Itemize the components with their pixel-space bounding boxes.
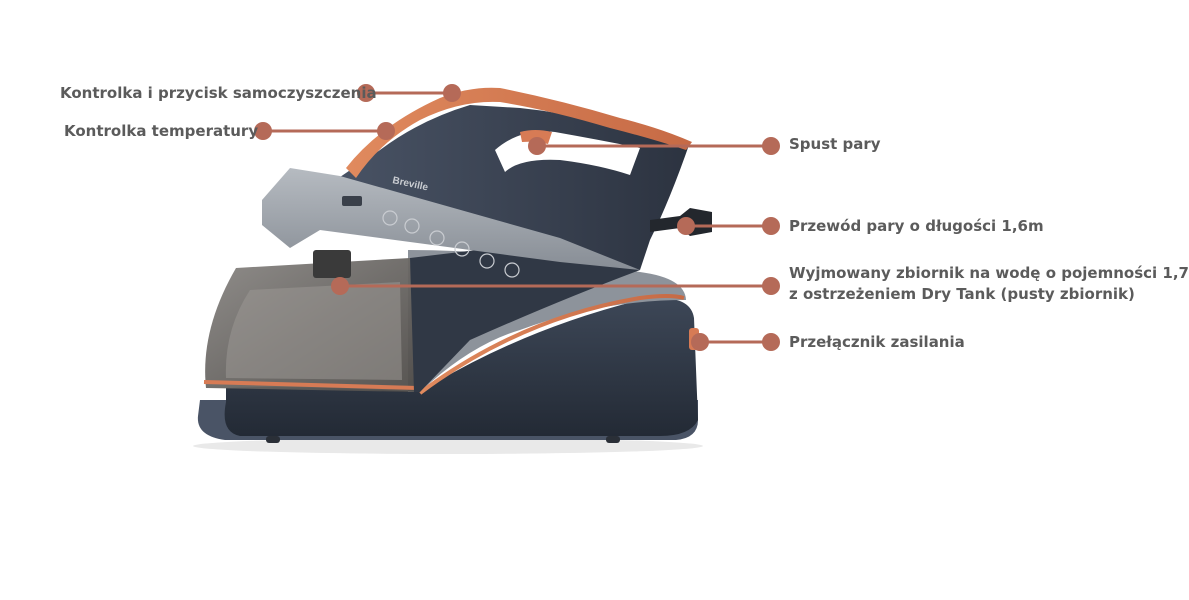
base-copper-trim: [418, 294, 685, 395]
callout-label-water-tank: Wyjmowany zbiornik na wodę o pojemności …: [789, 263, 1189, 305]
callout-dot: [762, 277, 780, 295]
setting-icon: [454, 241, 470, 257]
control-icons: [382, 210, 520, 278]
callout-dot: [528, 137, 546, 155]
callout-dots: [254, 84, 780, 351]
steam-iron: Breville: [262, 87, 712, 278]
tank-copper-rim: [203, 380, 419, 390]
callout-dot: [677, 217, 695, 235]
tank-cap: [313, 250, 351, 278]
iron-copper-handle: [346, 87, 692, 178]
callout-dot: [443, 84, 461, 102]
callout-dot: [762, 137, 780, 155]
tank-window: [225, 282, 402, 380]
floor-shadow: [193, 438, 703, 454]
self-clean-icon: [382, 210, 398, 226]
callout-dot: [762, 217, 780, 235]
callout-dot: [762, 333, 780, 351]
callout-dot: [377, 122, 395, 140]
base-dark-column: [410, 240, 640, 392]
foot-right: [606, 436, 620, 443]
callout-label-water-tank-line-2: z ostrzeżeniem Dry Tank (pusty zbiornik): [789, 285, 1135, 303]
foot-left: [266, 436, 280, 443]
callout-label-power-switch: Przełącznik zasilania: [789, 333, 965, 351]
callout-label-steam-trigger: Spust pary: [789, 135, 881, 153]
setting-icon: [479, 253, 495, 269]
callout-label-steam-hose: Przewód pary o długości 1,6m: [789, 217, 1044, 235]
base-body: [224, 298, 698, 436]
callout-label-self-clean: Kontrolka i przycisk samoczyszczenia: [60, 84, 377, 102]
setting-icon: [404, 218, 420, 234]
callout-lines: [261, 91, 773, 344]
callout-dot: [254, 122, 272, 140]
callout-label-temperature: Kontrolka temperatury: [64, 122, 259, 140]
water-tank: [203, 250, 419, 392]
iron-grey-panel: [262, 168, 640, 270]
callout-dot: [331, 277, 349, 295]
setting-icon: [504, 262, 520, 278]
callout-dot: [691, 333, 709, 351]
setting-icon: [429, 230, 445, 246]
callout-dot: [357, 84, 375, 102]
callout-label-water-tank-line-1: Wyjmowany zbiornik na wodę o pojemności …: [789, 264, 1189, 282]
temperature-button[interactable]: [342, 196, 362, 206]
